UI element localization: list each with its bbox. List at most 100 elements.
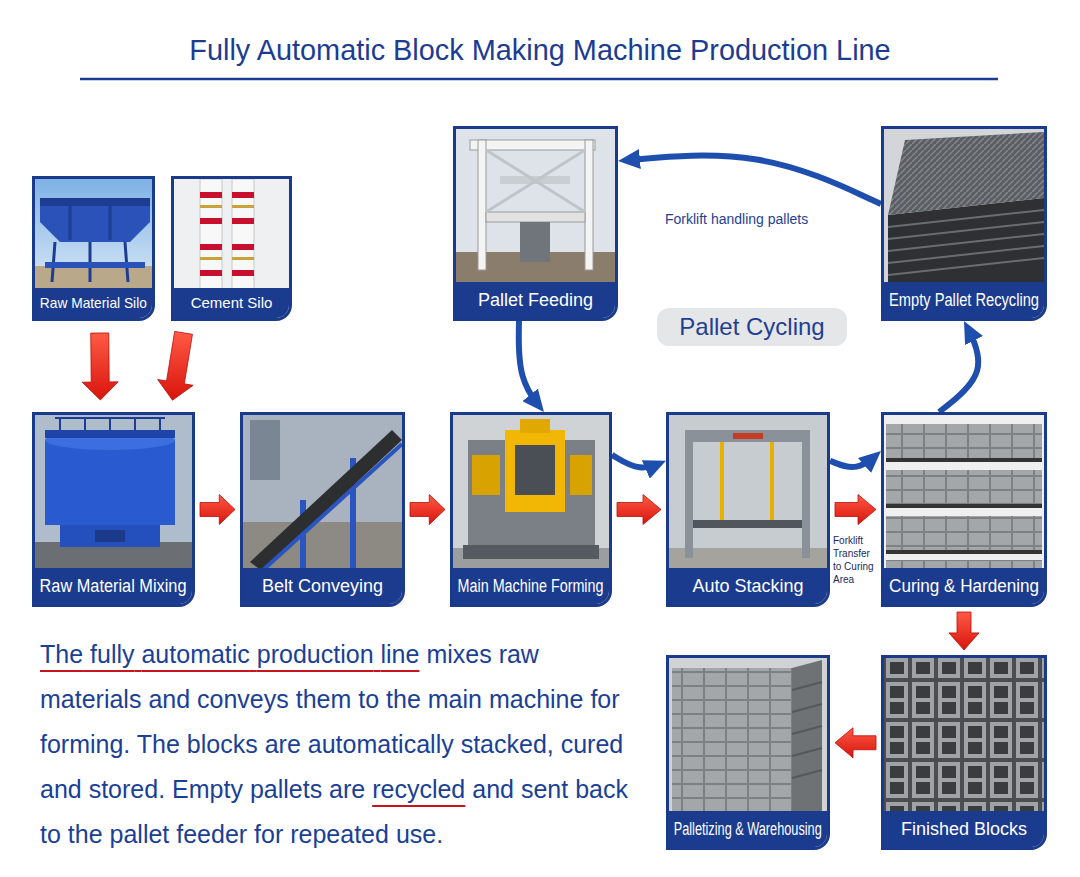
curing-photo	[886, 516, 1042, 550]
flow-arrow	[949, 612, 979, 650]
title-rule	[80, 78, 998, 81]
caption-word	[454, 730, 461, 758]
warehouse-photo	[669, 658, 827, 814]
silo-photo	[35, 179, 152, 291]
caption-word: and	[148, 685, 190, 713]
silo-photo	[45, 262, 145, 268]
process-box: Curing & Hardening	[881, 412, 1047, 607]
cement-silo-photo	[174, 179, 289, 291]
caption-word: for	[254, 820, 283, 848]
stacker-photo	[669, 415, 827, 571]
label-bar: Finished Blocks	[884, 811, 1044, 847]
mixer-photo	[35, 415, 192, 571]
box-label: Raw Material Mixing	[40, 576, 187, 597]
caption-word	[289, 685, 296, 713]
caption-word	[180, 730, 187, 758]
diagram-title: Fully Automatic Block Making Machine Pro…	[0, 34, 1080, 67]
label-bar: Main Machine Forming	[453, 568, 609, 604]
flow-arrow	[200, 495, 235, 525]
caption-word	[61, 820, 68, 848]
caption-word	[379, 685, 386, 713]
stacker-photo	[802, 430, 810, 558]
label-bar: Palletizing & Warehousing	[669, 811, 827, 847]
cement-silo-photo	[200, 257, 222, 260]
mixer-photo	[35, 415, 192, 571]
box-label: Main Machine Forming	[458, 576, 604, 597]
caption-word: for	[590, 685, 619, 713]
caption-word	[250, 640, 257, 668]
caption-word	[135, 640, 142, 668]
forming-machine-photo	[520, 419, 550, 433]
caption-word	[301, 730, 308, 758]
caption-word: The	[40, 640, 83, 668]
caption-word: stacked,	[461, 730, 554, 758]
box-label: Finished Blocks	[901, 819, 1027, 840]
curing-photo	[884, 415, 1044, 571]
warehouse-photo	[669, 658, 827, 814]
curing-photo	[886, 424, 1042, 458]
pallet-stack-photo	[888, 210, 1044, 275]
cement-silo-photo	[232, 270, 254, 276]
process-box: Raw Material Mixing	[32, 412, 195, 607]
pallet-stack-photo	[884, 129, 1044, 285]
stacker-photo	[685, 430, 810, 442]
finished-blocks-photo	[884, 658, 1044, 814]
label-bar: Raw Material Silo	[35, 288, 152, 318]
pallet-cycle-arrow	[618, 156, 881, 204]
cement-silo-photo	[174, 179, 289, 291]
conveyor-photo	[243, 415, 402, 571]
edge-label: Forklift Transfer to Curing Area	[833, 534, 879, 586]
caption-word: them	[296, 685, 352, 713]
flow-arrow	[617, 495, 661, 525]
forming-machine-photo	[453, 415, 609, 571]
cement-silo-photo	[200, 270, 222, 276]
caption-word: line	[381, 640, 420, 668]
caption-word	[374, 640, 381, 668]
pallet-feeder-photo	[486, 150, 585, 212]
caption-word	[283, 820, 290, 848]
stacker-photo	[720, 442, 724, 527]
box-label: Empty Pallet Recycling	[889, 290, 1039, 311]
caption-word: recycled	[372, 775, 465, 803]
silo-photo	[35, 179, 152, 291]
forming-machine-photo	[463, 545, 599, 559]
mixer-photo	[45, 440, 175, 525]
silo-photo	[40, 206, 150, 242]
process-box: Finished Blocks	[881, 655, 1047, 850]
caption-word	[258, 730, 265, 758]
caption-word: feeder	[176, 820, 247, 848]
caption-word	[351, 685, 358, 713]
cement-silo-photo	[232, 257, 254, 260]
pallet-stack-photo	[884, 129, 1044, 285]
process-box: Palletizing & Warehousing	[666, 655, 830, 850]
curing-photo	[886, 458, 1042, 462]
pallet-cycle-arrow	[612, 455, 666, 468]
caption-word	[82, 775, 89, 803]
caption-word: are	[329, 775, 365, 803]
pallet-cycle-arrow	[939, 321, 978, 412]
caption-word	[243, 775, 250, 803]
caption-word	[247, 820, 254, 848]
cement-silo-photo	[200, 192, 222, 198]
pallet-feeder-photo	[585, 140, 593, 270]
label-bar: Auto Stacking	[669, 568, 827, 604]
label-bar: Belt Conveying	[243, 568, 402, 604]
pallet-stack-photo	[888, 132, 1044, 215]
finished-blocks-photo	[884, 658, 1044, 814]
caption-word	[169, 820, 176, 848]
cement-silo-photo	[232, 218, 254, 224]
caption-word	[389, 820, 396, 848]
process-box: Empty Pallet Recycling	[881, 126, 1047, 321]
caption-word: stored.	[89, 775, 165, 803]
caption-word	[130, 730, 137, 758]
caption-word: automatically	[308, 730, 454, 758]
label-bar: Curing & Hardening	[884, 568, 1044, 604]
forming-machine-photo	[515, 445, 555, 495]
caption-word: to	[40, 820, 61, 848]
caption-word: repeated	[290, 820, 389, 848]
caption-word: conveys	[197, 685, 289, 713]
cement-silo-photo	[232, 179, 254, 291]
mixer-photo	[95, 530, 125, 542]
conveyor-photo	[250, 420, 280, 480]
cement-silo-photo	[200, 205, 222, 208]
